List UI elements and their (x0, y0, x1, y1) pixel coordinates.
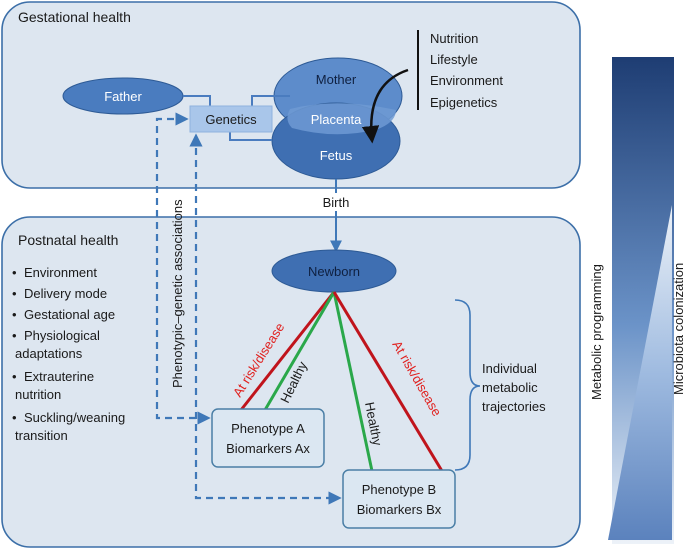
father-label: Father (104, 89, 142, 104)
bullet-gestational-age: Gestational age (24, 307, 115, 322)
newborn-label: Newborn (308, 264, 360, 279)
association-arrow-a (155, 112, 211, 425)
associations-label: Phenotypic–genetic associations (170, 199, 185, 388)
trajectories-line3: trajectories (482, 399, 546, 414)
bullet-dot: • (12, 265, 17, 280)
postnatal-factor-list: • Environment • Delivery mode • Gestatio… (12, 265, 125, 443)
trajectories-brace (454, 299, 481, 471)
metabolic-programming-label: Metabolic programming (589, 264, 604, 400)
bullet-dot: • (12, 286, 17, 301)
gestational-title: Gestational health (18, 9, 131, 25)
fetus-label: Fetus (320, 148, 353, 163)
bullet-extrauterine: Extrauterine (24, 369, 94, 384)
bullet-delivery-mode: Delivery mode (24, 286, 107, 301)
bullet-suckling: Suckling/weaning (24, 410, 125, 425)
placenta-label: Placenta (311, 112, 362, 127)
factors-arrow (361, 68, 409, 144)
trajectories-line2: metabolic (482, 380, 538, 395)
bullet-dot: • (12, 307, 17, 322)
phenotype-a-box (211, 408, 325, 468)
birth-label: Birth (323, 195, 350, 210)
microbiota-colonization-label: Microbiota colonization (671, 263, 685, 395)
bullet-dot: • (12, 328, 17, 343)
phenotype-a-line2: Biomarkers Ax (226, 441, 310, 456)
factor-environment: Environment (430, 73, 503, 88)
factor-nutrition: Nutrition (430, 31, 478, 46)
phenotype-b-line2: Biomarkers Bx (357, 502, 442, 517)
phenotype-a-line1: Phenotype A (231, 421, 305, 436)
bullet-dot: • (12, 369, 17, 384)
bullet-environment: Environment (24, 265, 97, 280)
factor-lifestyle: Lifestyle (430, 52, 478, 67)
phenotype-b-box (342, 469, 456, 529)
factor-epigenetics: Epigenetics (430, 95, 498, 110)
bullet-transition: transition (15, 428, 68, 443)
at-risk-line-right (332, 291, 444, 472)
bullet-dot: • (12, 410, 17, 425)
bullet-physiological: Physiological (24, 328, 100, 343)
microbiota-wedge (608, 205, 672, 540)
mother-label: Mother (316, 72, 357, 87)
association-arrow-b (189, 133, 342, 505)
phenotype-b-line1: Phenotype B (362, 482, 436, 497)
bullet-adaptations: adaptations (15, 346, 83, 361)
genetics-label: Genetics (205, 112, 257, 127)
postnatal-title: Postnatal health (18, 232, 118, 248)
bullet-nutrition: nutrition (15, 387, 61, 402)
father-genetics-connector (183, 95, 211, 108)
trajectories-line1: Individual (482, 361, 537, 376)
mother-genetics-connector (251, 95, 290, 108)
